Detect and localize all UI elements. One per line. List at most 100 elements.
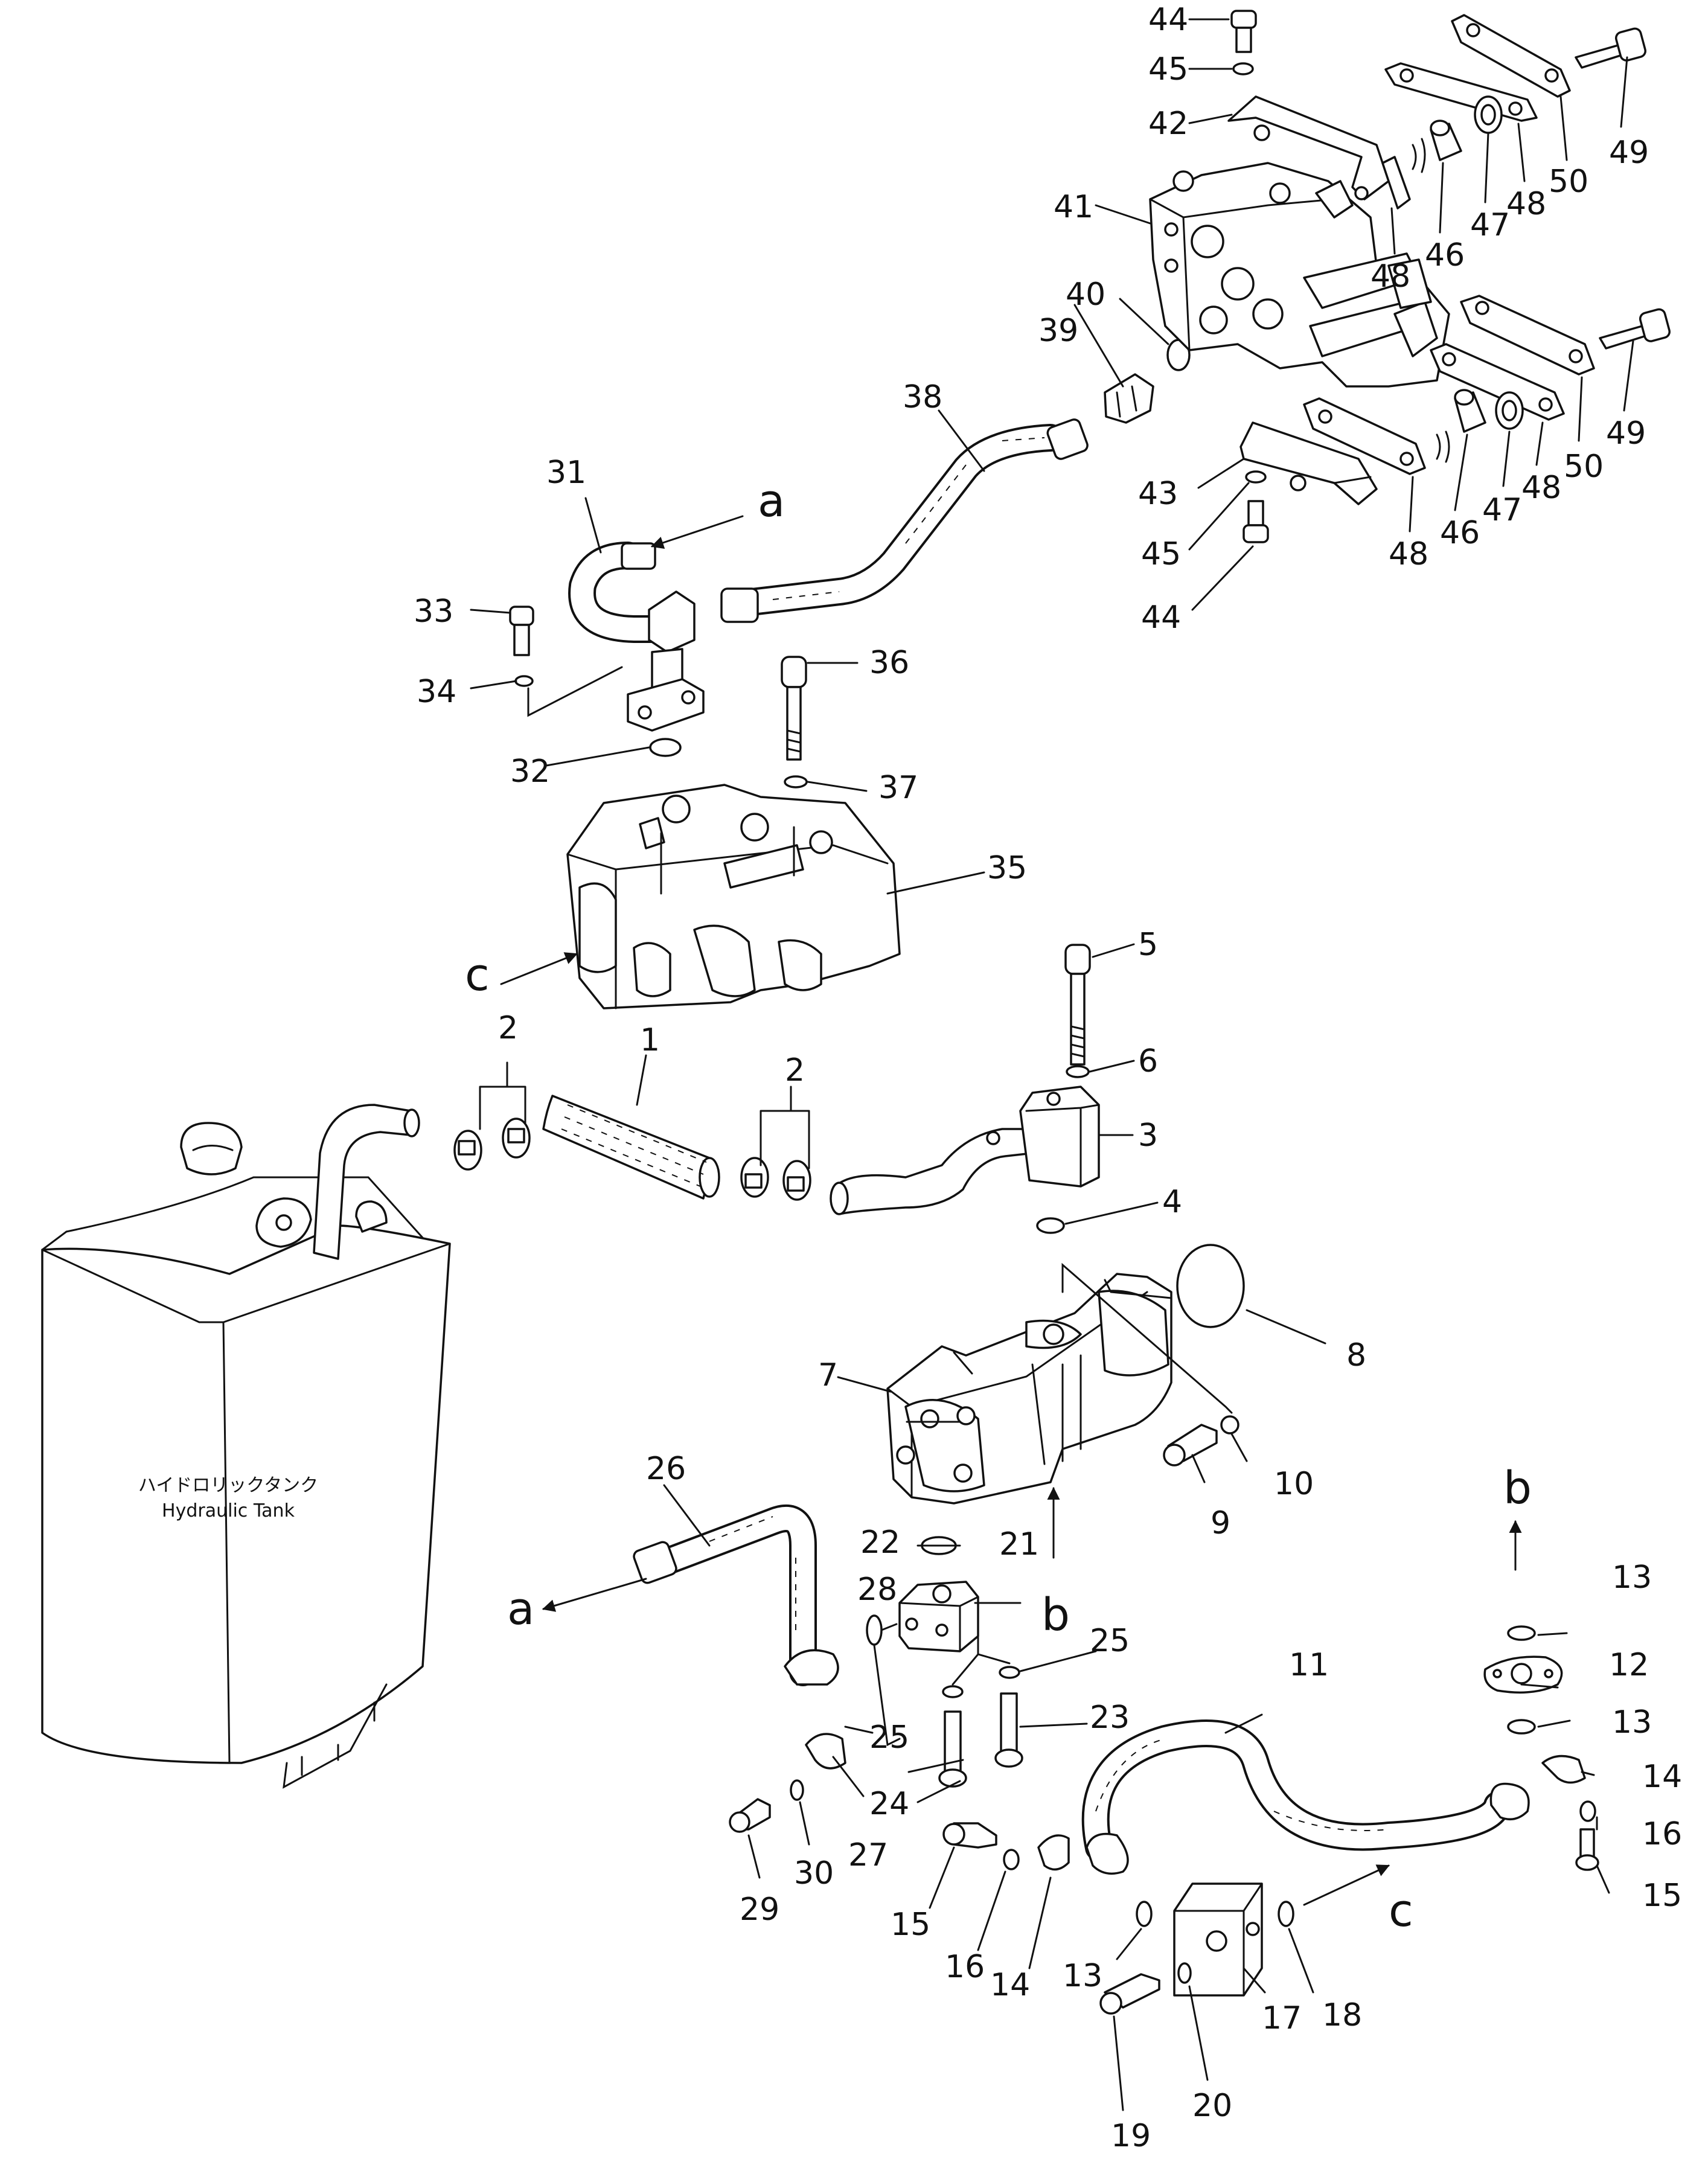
- block-17: [1173, 1882, 1263, 1997]
- hydraulic-tank: ハイドロリックタンク Hydraulic Tank: [41, 1104, 451, 1789]
- part-label-22: 22: [860, 1524, 900, 1561]
- part-label-30: 30: [794, 1855, 834, 1892]
- bolt-33: [509, 606, 534, 656]
- part-label-19: 19: [1111, 2118, 1151, 2154]
- part-label-47-top: 47: [1470, 207, 1510, 243]
- part-label-31: 31: [546, 455, 586, 491]
- part-label-16-left: 16: [945, 1949, 985, 1985]
- hose-38: [720, 418, 1089, 623]
- o-ring-8: [1176, 1244, 1245, 1328]
- part-label-42: 42: [1148, 106, 1188, 142]
- part-label-33: 33: [414, 593, 453, 630]
- washer-16-right: [1579, 1800, 1596, 1822]
- leader-21-25: [952, 1635, 1011, 1686]
- part-label-10: 10: [1274, 1466, 1314, 1502]
- hydraulic-pump: [886, 1273, 1172, 1505]
- suction-hose: [542, 1095, 720, 1200]
- part-label-48-bottom-right: 48: [1521, 470, 1561, 506]
- part-label-11: 11: [1289, 1647, 1329, 1683]
- control-valve-35: [566, 784, 901, 1009]
- part-label-50-top: 50: [1549, 164, 1588, 200]
- suction-elbow-pipe: [830, 1086, 1100, 1215]
- letter-b-bottom: b: [1041, 1589, 1070, 1641]
- flange-12: [1483, 1655, 1563, 1694]
- bolt-19: [1099, 1973, 1160, 2015]
- part-label-47-bottom: 47: [1482, 492, 1522, 528]
- part-label-2-left: 2: [498, 1010, 518, 1046]
- letter-c-bottom: c: [1389, 1885, 1413, 1937]
- part-label-25-left: 25: [869, 1719, 909, 1756]
- part-label-48-top-right: 48: [1506, 186, 1546, 222]
- part-label-18: 18: [1322, 1997, 1362, 2033]
- part-label-14-left: 14: [990, 1967, 1030, 2003]
- bushing-47-bottom: [1495, 391, 1524, 430]
- washer-45-bottom: [1245, 470, 1267, 484]
- part-label-43: 43: [1138, 476, 1178, 512]
- tank-label-en: Hydraulic Tank: [162, 1500, 295, 1521]
- part-label-39: 39: [1038, 313, 1078, 349]
- hose-clamp-right: [740, 1157, 811, 1201]
- part-label-41: 41: [1054, 189, 1093, 225]
- part-label-8: 8: [1346, 1337, 1366, 1374]
- bolt-29: [729, 1798, 771, 1833]
- bolt-23: [994, 1692, 1023, 1768]
- part-label-3: 3: [1138, 1118, 1158, 1154]
- part-label-45-bottom: 45: [1141, 536, 1181, 572]
- part-label-49-bottom: 49: [1606, 415, 1646, 452]
- part-label-32: 32: [510, 753, 550, 790]
- part-label-13-mid: 13: [1612, 1704, 1652, 1741]
- washer-25-left: [942, 1685, 964, 1698]
- part-label-4: 4: [1162, 1184, 1182, 1220]
- pipe-31: [568, 542, 705, 732]
- bracket-42: [1227, 95, 1390, 200]
- bolt-44-top: [1230, 10, 1257, 53]
- elbow-block-21: [898, 1581, 979, 1652]
- bolt-15-left: [942, 1822, 997, 1849]
- washer-30: [790, 1779, 804, 1801]
- leader-lines: [470, 18, 1610, 2111]
- part-label-1: 1: [640, 1022, 660, 1058]
- part-label-9: 9: [1211, 1505, 1230, 1541]
- clip-14-right: [1541, 1754, 1586, 1784]
- part-label-40: 40: [1066, 277, 1105, 313]
- part-label-48-bottom-left: 48: [1389, 536, 1428, 572]
- o-ring-13-mid: [1507, 1719, 1536, 1735]
- bolt-49-bottom: [1599, 308, 1671, 350]
- part-label-46-top: 46: [1425, 237, 1465, 273]
- bolt-44-bottom: [1243, 500, 1269, 543]
- leader-lines-extra: [1188, 56, 1634, 611]
- bolt-9: [1163, 1424, 1218, 1467]
- part-label-46-bottom: 46: [1440, 515, 1480, 551]
- connection-arrows: [500, 515, 1522, 1906]
- part-label-12: 12: [1609, 1647, 1649, 1683]
- clip-14-left: [1037, 1834, 1070, 1871]
- bushing-46-bottom: [1454, 389, 1486, 433]
- part-label-14-right: 14: [1642, 1759, 1682, 1795]
- part-label-38: 38: [903, 379, 942, 415]
- part-label-16-right: 16: [1642, 1816, 1682, 1852]
- adapter-39: [1104, 373, 1154, 424]
- o-ring-4: [1036, 1217, 1065, 1234]
- letter-a-top: a: [758, 475, 785, 527]
- part-label-26: 26: [646, 1451, 686, 1487]
- part-label-27: 27: [848, 1837, 888, 1873]
- part-label-25-right: 25: [1090, 1623, 1130, 1659]
- part-label-36: 36: [869, 645, 909, 681]
- part-label-21: 21: [999, 1526, 1039, 1562]
- part-label-5: 5: [1138, 927, 1158, 963]
- leader-31-34: [527, 666, 623, 717]
- part-label-45-top: 45: [1148, 51, 1188, 88]
- part-label-34: 34: [417, 674, 456, 710]
- letter-c-left: c: [465, 949, 490, 1001]
- part-label-24: 24: [869, 1786, 909, 1822]
- tank-label-jp: ハイドロリックタンク: [138, 1475, 318, 1496]
- part-label-44-bottom: 44: [1141, 600, 1181, 636]
- bushing-47-top: [1474, 95, 1503, 134]
- bolt-24: [938, 1710, 967, 1788]
- washer-25-right: [999, 1666, 1020, 1679]
- part-label-28: 28: [857, 1572, 897, 1608]
- hose-26: [633, 1505, 839, 1686]
- hose-clamp-left: [453, 1118, 531, 1171]
- bolt-5: [1064, 944, 1091, 1066]
- washer-45-top: [1232, 62, 1254, 75]
